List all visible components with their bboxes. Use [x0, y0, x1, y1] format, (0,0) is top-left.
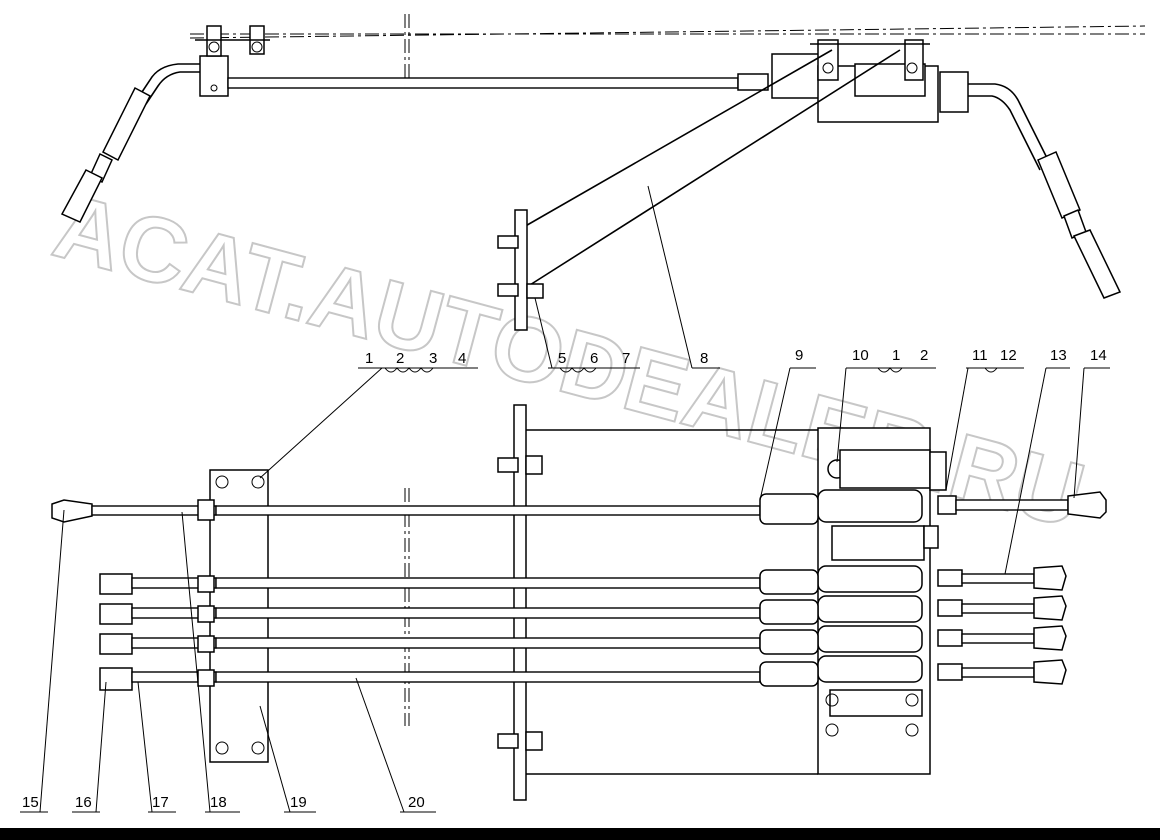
lever-handle-15 — [51, 499, 93, 523]
watermark: ACAT.AUTODEALER.RU — [43, 174, 1095, 549]
middle-mounting-plate — [514, 209, 528, 331]
callout-11: 11 — [972, 347, 988, 364]
upper-right-bent-lever — [968, 83, 1051, 165]
callout-14: 14 — [1090, 347, 1107, 364]
callout-13: 13 — [1050, 347, 1067, 364]
callout-labels: 1 2 3 4 5 6 7 8 9 10 1 2 11 12 13 14 15 … — [22, 347, 1107, 811]
callout-17: 17 — [152, 794, 169, 811]
rod-row-2 — [99, 565, 1067, 595]
leader-lines — [20, 185, 1110, 813]
callout-1-right: 1 — [892, 347, 900, 364]
callout-15: 15 — [22, 794, 39, 811]
lever-handle-row3 — [99, 603, 133, 625]
callout-7: 7 — [622, 350, 630, 367]
callout-2: 2 — [396, 350, 404, 367]
lever-handle-row4 — [99, 633, 133, 655]
callout-19: 19 — [290, 794, 307, 811]
upper-push-rod — [227, 77, 739, 89]
callout-10: 10 — [852, 347, 869, 364]
callout-2-right: 2 — [920, 347, 928, 364]
callout-4: 4 — [458, 350, 466, 367]
callout-3: 3 — [429, 350, 437, 367]
callout-12: 12 — [1000, 347, 1017, 364]
right-mounting-frame — [513, 404, 527, 801]
rod-row-4 — [99, 625, 1067, 655]
rod-row-5 — [99, 659, 1067, 691]
callout-9: 9 — [795, 347, 803, 364]
upper-lever-assembly — [60, 25, 1122, 331]
lever-handle-16 — [99, 667, 133, 691]
watermark-text: ACAT.AUTODEALER.RU — [44, 175, 1094, 548]
callout-18: 18 — [210, 794, 227, 811]
bottom-border-bar — [0, 828, 1160, 840]
upper-left-bent-lever — [137, 63, 200, 99]
callout-6: 6 — [590, 350, 598, 367]
callout-5: 5 — [558, 350, 566, 367]
upper-left-bracket — [199, 55, 229, 97]
diagonal-link-arm — [521, 49, 833, 229]
callout-8: 8 — [700, 350, 708, 367]
reference-lines — [189, 14, 1146, 726]
rod-row-1 — [51, 491, 1107, 525]
lower-control-assembly — [51, 404, 1107, 801]
rod-row-3 — [99, 595, 1067, 625]
callout-16: 16 — [75, 794, 92, 811]
lever-handle-row2 — [99, 573, 133, 595]
callout-20: 20 — [408, 794, 425, 811]
callout-1: 1 — [365, 350, 373, 367]
